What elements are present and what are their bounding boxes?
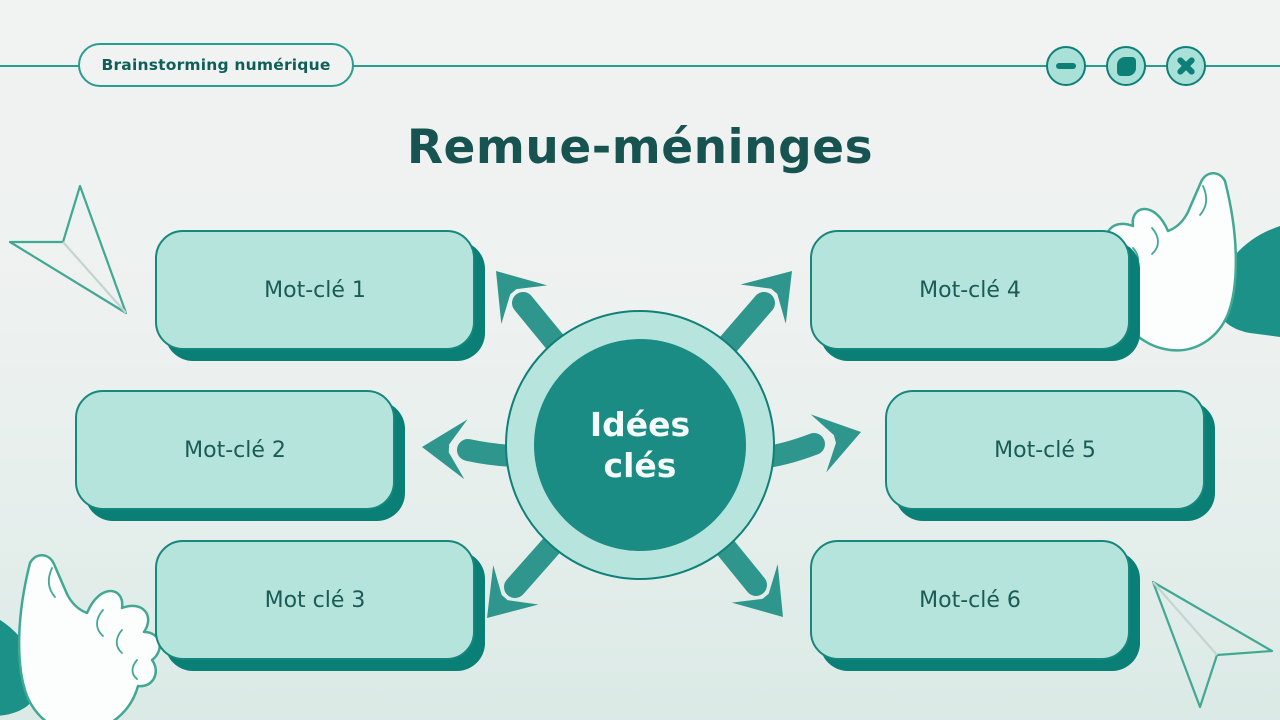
close-button[interactable] <box>1166 46 1206 86</box>
central-node-circle: Idées clés <box>534 339 746 551</box>
paper-plane-bottom-right-icon <box>1151 580 1274 709</box>
keyword-label: Mot-clé 1 <box>264 277 366 303</box>
keyword-label: Mot-clé 6 <box>919 587 1021 613</box>
window-controls <box>1046 46 1206 86</box>
keyword-label: Mot-clé 5 <box>994 437 1096 463</box>
keyword-node-4[interactable]: Mot-clé 4 <box>810 230 1130 350</box>
keyword-node-2[interactable]: Mot-clé 2 <box>75 390 395 510</box>
central-label-line2: clés <box>603 446 677 485</box>
shape-button[interactable] <box>1106 46 1146 86</box>
rounded-square-icon <box>1116 56 1136 76</box>
keyword-node-5[interactable]: Mot-clé 5 <box>885 390 1205 510</box>
keyword-node-3[interactable]: Mot clé 3 <box>155 540 475 660</box>
page-title: Remue-méninges <box>406 120 874 175</box>
keyword-node-6[interactable]: Mot-clé 6 <box>810 540 1130 660</box>
minus-icon <box>1056 63 1076 69</box>
keyword-label: Mot-clé 2 <box>184 437 286 463</box>
cross-icon <box>1174 54 1198 78</box>
header-divider-line <box>0 65 1280 67</box>
keyword-label: Mot clé 3 <box>264 587 366 613</box>
paper-plane-top-left-icon <box>8 184 128 315</box>
thumbs-up-hand-bottom-left-icon <box>0 554 161 720</box>
central-node[interactable]: Idées clés <box>505 310 775 580</box>
keyword-label: Mot-clé 4 <box>919 277 1021 303</box>
badge-label: Brainstorming numérique <box>101 56 331 74</box>
minimize-button[interactable] <box>1046 46 1086 86</box>
dash-accent <box>1190 340 1203 346</box>
keyword-node-1[interactable]: Mot-clé 1 <box>155 230 475 350</box>
central-label-line1: Idées <box>589 404 691 444</box>
breadcrumb-badge[interactable]: Brainstorming numérique <box>78 43 354 87</box>
